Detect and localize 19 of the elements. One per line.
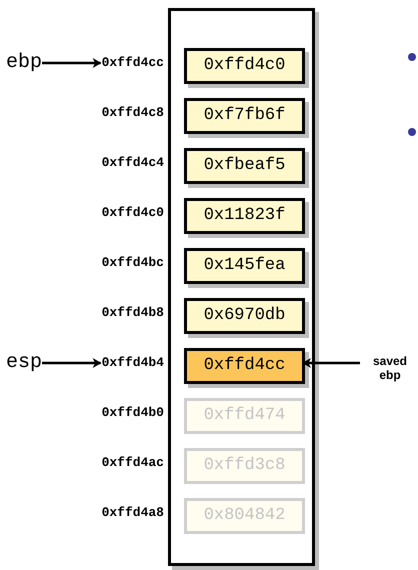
memory-address: 0xffd4c8 bbox=[86, 103, 164, 123]
stack-cell: 0xffd3c8 bbox=[184, 448, 305, 484]
arrow bbox=[42, 358, 102, 368]
memory-address: 0xffd4bc bbox=[86, 253, 164, 273]
memory-address: 0xffd4c0 bbox=[86, 203, 164, 223]
memory-address: 0xffd4b0 bbox=[86, 403, 164, 423]
register-label: esp bbox=[6, 351, 46, 375]
annotation-text: saved ebp bbox=[364, 352, 416, 386]
register-label: ebp bbox=[6, 51, 46, 75]
memory-address: 0xffd4a8 bbox=[86, 503, 164, 523]
memory-address: 0xffd4c4 bbox=[86, 153, 164, 173]
memory-address: 0xffd4b4 bbox=[86, 353, 164, 373]
stack-cell: 0x804842 bbox=[184, 498, 305, 534]
memory-address: 0xffd4b8 bbox=[86, 303, 164, 323]
memory-address: 0xffd4cc bbox=[86, 53, 164, 73]
memory-address: 0xffd4ac bbox=[86, 453, 164, 473]
arrow bbox=[42, 58, 102, 68]
arrow bbox=[302, 358, 360, 368]
stack-cell: 0xffd474 bbox=[184, 398, 305, 434]
